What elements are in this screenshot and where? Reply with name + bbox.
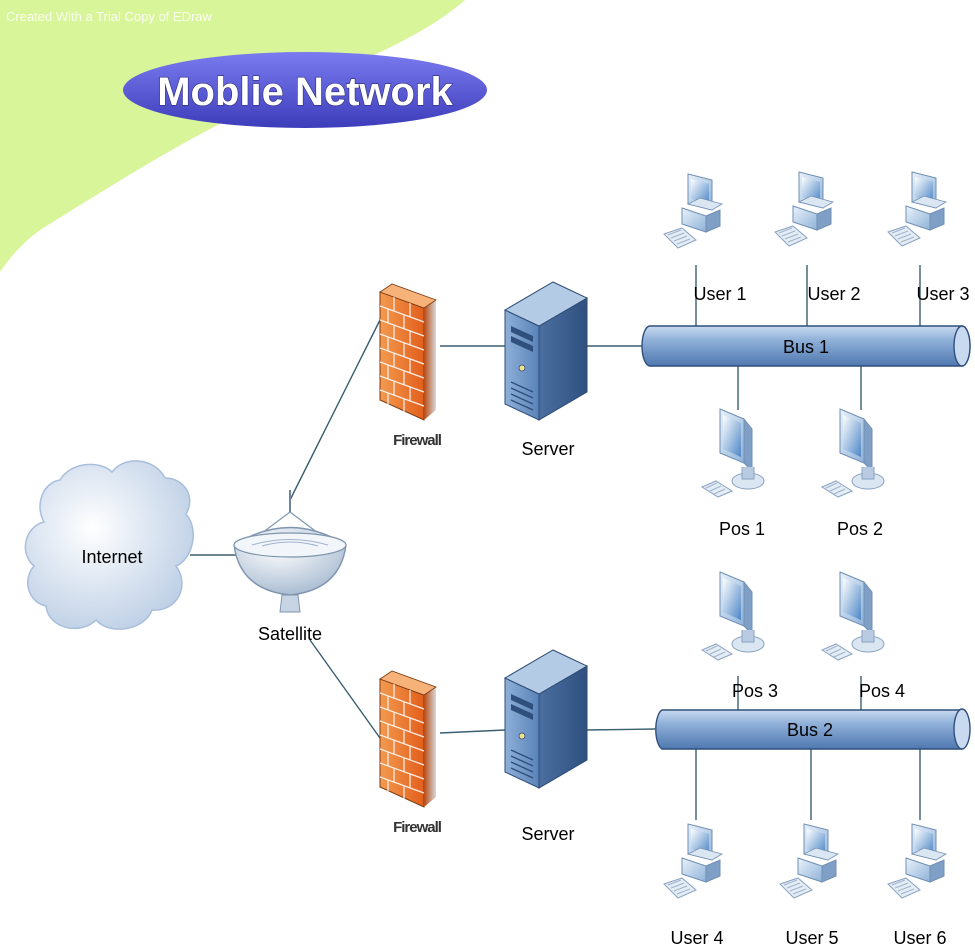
pos-1-terminal-icon	[701, 408, 765, 498]
user-1-computer-icon	[663, 173, 723, 249]
firewall-bottom-icon	[379, 670, 437, 808]
bus-2-label: Bus 2	[787, 720, 833, 740]
server-top-label: Server	[521, 439, 574, 459]
bus-1-pipe	[641, 325, 971, 367]
user-4-computer-icon	[663, 823, 723, 899]
pos-2-terminal-icon	[821, 408, 885, 498]
satellite-label: Satellite	[258, 624, 322, 644]
server-bottom-label: Server	[521, 824, 574, 844]
pos-3-label: Pos 3	[732, 681, 778, 701]
header-banner	[0, 0, 465, 272]
firewall-bottom-label: Firewall	[393, 819, 442, 836]
user-2-computer-icon	[774, 171, 834, 247]
user-6-label: User 6	[893, 928, 946, 948]
internet-cloud-icon	[24, 460, 194, 630]
watermark-text: Created With a Trial Copy of EDraw	[6, 9, 213, 24]
bus-2-pipe	[655, 708, 971, 750]
pos-4-terminal-icon	[821, 571, 885, 661]
user-5-label: User 5	[785, 928, 838, 948]
satellite-dish-icon	[233, 490, 347, 613]
bus-1-label: Bus 1	[783, 337, 829, 357]
firewall-top-icon	[379, 283, 437, 421]
server-bottom-icon	[504, 649, 588, 789]
pos-1-label: Pos 1	[719, 519, 765, 539]
user-3-computer-icon	[887, 171, 947, 247]
user-1-label: User 1	[693, 284, 746, 304]
user-3-label: User 3	[916, 284, 969, 304]
user-5-computer-icon	[779, 823, 839, 899]
pos-2-label: Pos 2	[837, 519, 883, 539]
pos-4-label: Pos 4	[859, 681, 905, 701]
user-2-label: User 2	[807, 284, 860, 304]
pos-3-terminal-icon	[701, 571, 765, 661]
firewall-top-label: Firewall	[393, 432, 442, 449]
user-6-computer-icon	[887, 823, 947, 899]
diagram-title: Moblie Network	[157, 70, 453, 114]
connection-lines	[190, 265, 921, 820]
title-ellipse	[123, 52, 487, 128]
user-4-label: User 4	[670, 928, 723, 948]
server-top-icon	[504, 281, 588, 421]
internet-label: Internet	[81, 547, 142, 567]
